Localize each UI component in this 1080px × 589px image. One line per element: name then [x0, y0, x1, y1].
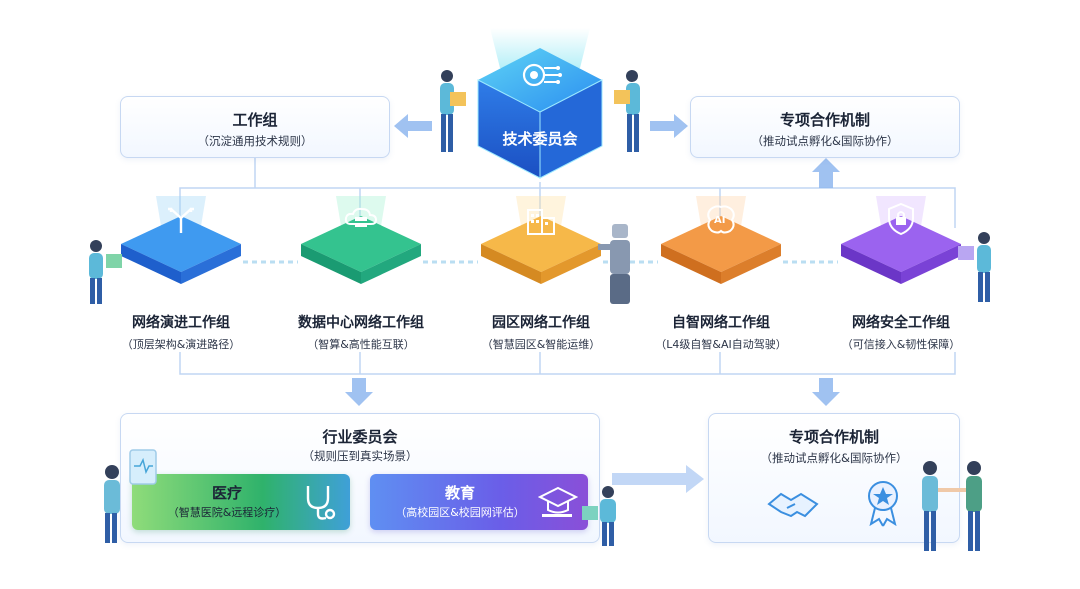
tech-committee-label: 技术委员会	[502, 130, 578, 148]
medical-subtitle: （智慧医院&远程诊疗）	[167, 506, 287, 519]
arrow-down-to-special-bottom	[812, 378, 840, 406]
group-cube	[301, 196, 421, 284]
group-label: 网络演进工作组 （顶层架构&演进路径）	[96, 312, 266, 352]
group-label: 自智网络工作组 （L4级自智&AI自动驾驶）	[636, 312, 806, 352]
group-datacenter-network[interactable]	[296, 196, 426, 286]
medical-card[interactable]: 医疗 （智慧医院&远程诊疗）	[132, 474, 350, 530]
special-cooperation-top-box[interactable]: 专项合作机制 （推动试点孵化&国际协作）	[690, 96, 960, 158]
group-title: 园区网络工作组	[492, 315, 590, 331]
group-cube	[121, 196, 241, 284]
special-bottom-subtitle: （推动试点孵化&国际协作）	[760, 451, 908, 465]
arrow-right-to-special-bottom	[612, 465, 704, 493]
group-subtitle: （智慧园区&智能运维）	[481, 338, 601, 351]
industry-subtitle: （规则压到真实场景）	[302, 449, 418, 463]
group-label: 网络安全工作组 （可信接入&韧性保障）	[816, 312, 986, 352]
tech-committee-cube	[477, 28, 603, 179]
group-network-security[interactable]	[836, 196, 966, 286]
industry-title: 行业委员会	[322, 428, 398, 446]
education-subtitle: （高校园区&校园网评估）	[395, 506, 525, 519]
group-cube	[841, 196, 961, 284]
gear-circuit-icon	[518, 58, 562, 92]
education-title: 教育	[444, 484, 475, 502]
group-title: 数据中心网络工作组	[298, 315, 424, 331]
group-network-evolution[interactable]	[116, 196, 246, 286]
arrow-up-to-special	[812, 158, 840, 188]
group-title: 自智网络工作组	[672, 315, 770, 331]
working-group-title: 工作组	[232, 111, 278, 129]
group-label: 数据中心网络工作组 （智算&高性能互联）	[276, 312, 446, 352]
special-top-title: 专项合作机制	[779, 111, 870, 129]
group-campus-network[interactable]	[476, 196, 606, 286]
group-subtitle: （L4级自智&AI自动驾驶）	[655, 338, 787, 351]
arrow-left-to-working-group	[394, 114, 432, 138]
group-label: 园区网络工作组 （智慧园区&智能运维）	[456, 312, 626, 352]
svg-text:AI: AI	[714, 215, 725, 226]
working-group-subtitle: （沉淀通用技术规则）	[197, 134, 313, 148]
special-top-subtitle: （推动试点孵化&国际协作）	[751, 134, 899, 148]
group-subtitle: （智算&高性能互联）	[307, 338, 415, 351]
special-cooperation-bottom-box[interactable]: 专项合作机制 （推动试点孵化&国际协作）	[708, 413, 960, 543]
special-bottom-title: 专项合作机制	[788, 428, 879, 446]
medical-title: 医疗	[211, 484, 242, 502]
group-subtitle: （顶层架构&演进路径）	[121, 338, 241, 351]
tech-committee-node[interactable]: 技术委员会	[470, 28, 610, 188]
arrow-down-to-industry	[345, 378, 373, 406]
group-title: 网络安全工作组	[852, 315, 950, 331]
group-subtitle: （可信接入&韧性保障）	[841, 338, 961, 351]
education-card[interactable]: 教育 （高校园区&校园网评估）	[370, 474, 588, 530]
group-autonomous-network[interactable]: AI	[656, 196, 786, 286]
working-group-box[interactable]: 工作组 （沉淀通用技术规则）	[120, 96, 390, 158]
arrow-right-to-special	[650, 114, 688, 138]
group-title: 网络演进工作组	[132, 315, 230, 331]
